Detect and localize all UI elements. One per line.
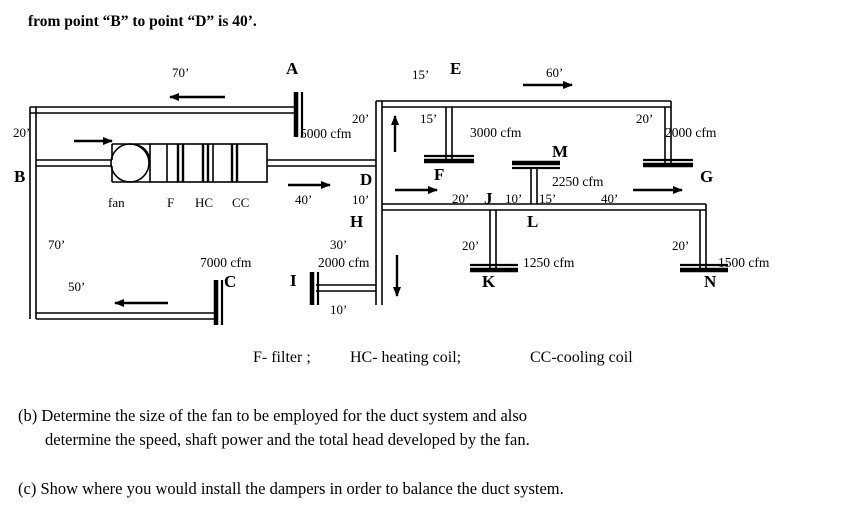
dim-label-70-top: 70’ — [172, 65, 190, 80]
dim-label-10-i: 10’ — [330, 302, 348, 317]
component-label-filter: F — [167, 195, 175, 210]
dim-label-20-k: 20’ — [462, 238, 480, 253]
flow-label-A: 5000 cfm — [300, 126, 352, 141]
node-label-C: C — [224, 272, 237, 291]
node-label-K: K — [482, 272, 496, 291]
flow-label-K: 1250 cfm — [523, 255, 575, 270]
node-label-H: H — [350, 212, 364, 231]
node-label-M: M — [552, 142, 569, 161]
node-label-G: G — [700, 167, 714, 186]
dim-label-60: 60’ — [546, 65, 564, 80]
flow-label-I: 2000 cfm — [318, 255, 370, 270]
dim-label-10-jl: 10’ — [505, 191, 523, 206]
page-header-text: from point “B” to point “D” is 40’. — [28, 13, 257, 30]
node-label-B: B — [14, 167, 26, 186]
node-label-I: I — [290, 271, 297, 290]
dim-label-40-ln: 40’ — [601, 191, 619, 206]
node-label-D: D — [360, 170, 373, 189]
dim-label-15-f: 15’ — [420, 111, 438, 126]
component-label-heating-coil: HC — [195, 195, 214, 210]
dim-label-20-a: 20’ — [352, 111, 370, 126]
dim-label-15-e: 15’ — [412, 67, 430, 82]
flow-label-G: 2000 cfm — [665, 125, 717, 140]
flow-label-N: 1500 cfm — [718, 255, 770, 270]
dim-label-70-left: 70’ — [48, 237, 66, 252]
component-label-fan: fan — [108, 195, 125, 210]
flow-label-C: 7000 cfm — [200, 255, 252, 270]
component-label-cooling-coil: CC — [232, 195, 250, 210]
dim-label-20-n: 20’ — [672, 238, 690, 253]
question-b-line1: (b) Determine the size of the fan to be … — [18, 406, 528, 425]
node-label-L: L — [527, 212, 539, 231]
node-label-F: F — [434, 165, 445, 184]
dim-label-50-bottom: 50’ — [68, 279, 86, 294]
legend-cooling-coil: CC-cooling coil — [530, 349, 633, 366]
node-label-A: A — [286, 59, 299, 78]
flow-label-M: 2250 cfm — [552, 174, 604, 189]
flow-label-F: 3000 cfm — [470, 125, 522, 140]
dim-label-20-left: 20’ — [13, 125, 31, 140]
dim-label-40-fan: 40’ — [295, 192, 313, 207]
node-label-J: J — [484, 189, 493, 208]
dim-label-20-g: 20’ — [636, 111, 654, 126]
legend-filter: F- filter ; — [253, 349, 311, 366]
legend-heating-coil: HC- heating coil; — [350, 349, 462, 366]
node-label-E: E — [450, 59, 462, 78]
dim-label-20-j: 20’ — [452, 191, 470, 206]
dim-label-30-h: 30’ — [330, 237, 348, 252]
dim-label-10-d: 10’ — [352, 192, 370, 207]
dim-label-15-l: 15’ — [539, 191, 557, 206]
question-c-line1: (c) Show where you would install the dam… — [18, 479, 564, 498]
node-label-N: N — [704, 272, 717, 291]
question-b-line2: determine the speed, shaft power and the… — [45, 430, 530, 449]
